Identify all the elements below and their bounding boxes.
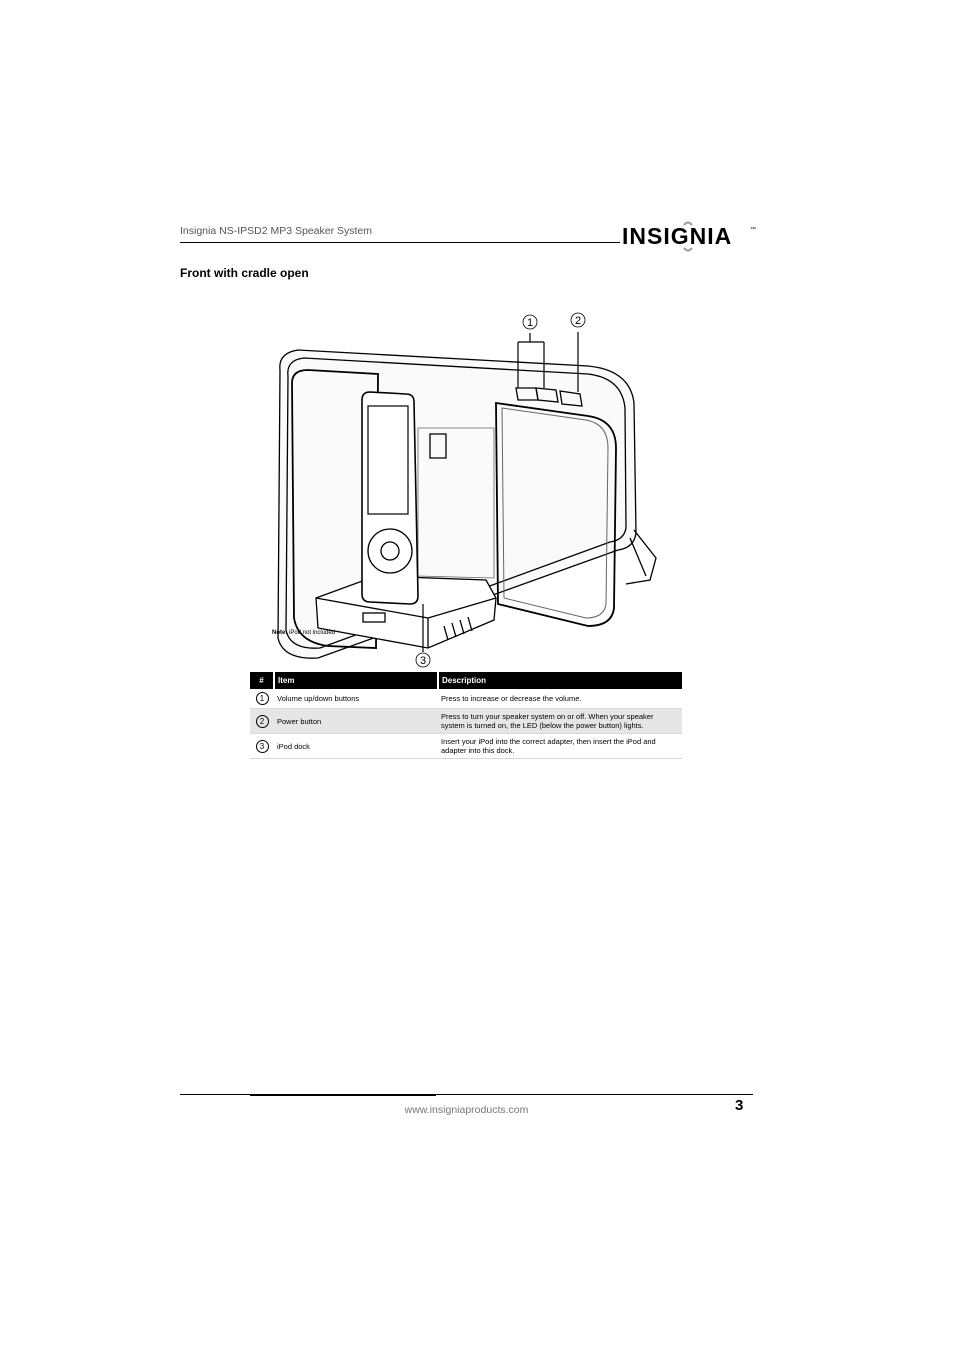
logo-text: INSIGNIA [622, 223, 732, 249]
row-number: 2 [255, 714, 269, 728]
row-description: Insert your iPod into the correct adapte… [438, 733, 682, 759]
header-number: # [250, 672, 275, 689]
header-rule [180, 242, 620, 243]
speaker-diagram: 1 2 3 [277, 312, 657, 668]
table-header-row: # Item Description [250, 672, 682, 689]
header-item: Item [274, 672, 439, 689]
row-description: Press to turn your speaker system on or … [438, 708, 682, 734]
page-number: 3 [735, 1097, 744, 1114]
footer-url: www.insigniaproducts.com [404, 1104, 529, 1116]
insignia-logo: INSIGNIA ™ [622, 221, 756, 252]
callout-3: 3 [420, 655, 426, 667]
footer-rule [180, 1094, 753, 1095]
callout-2: 2 [575, 315, 581, 327]
section-title: Front with cradle open [180, 266, 309, 280]
document-title: Insignia NS-IPSD2 MP3 Speaker System [180, 225, 372, 237]
footer-rule-accent [250, 1094, 436, 1096]
note-label: Note: [272, 630, 288, 636]
note-text: iPod not included [289, 630, 336, 636]
row-item: iPod dock [274, 733, 438, 759]
header-description: Description [438, 672, 682, 689]
callout-1: 1 [527, 317, 533, 329]
table-row: 2 Power button Press to turn your speake… [250, 708, 682, 734]
row-description: Press to increase or decrease the volume… [438, 689, 682, 709]
row-item: Volume up/down buttons [274, 689, 438, 709]
table-row: 1 Volume up/down buttons Press to increa… [250, 689, 682, 709]
logo-tm: ™ [750, 226, 756, 233]
table-row: 3 iPod dock Insert your iPod into the co… [250, 733, 682, 759]
items-table: # Item Description 1 Volume up/down butt… [250, 672, 682, 759]
row-number: 3 [255, 739, 269, 753]
row-number: 1 [255, 692, 269, 705]
row-item: Power button [274, 708, 438, 734]
figure-note: Note: iPod not included [272, 630, 335, 636]
